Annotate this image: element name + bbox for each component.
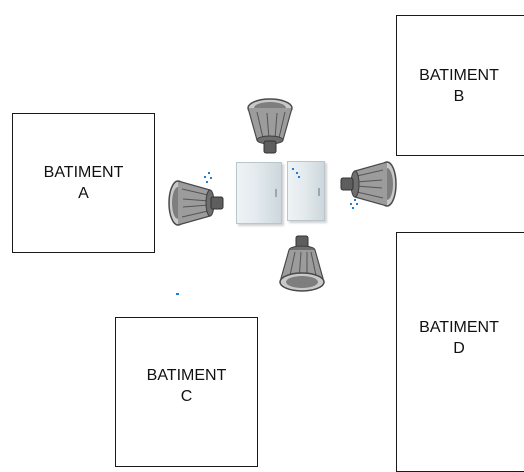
building-a-label: BATIMENT A [43, 164, 124, 202]
horn-speaker-icon [279, 235, 325, 292]
building-c: BATIMENT C [115, 317, 258, 467]
connection-dots [292, 168, 300, 178]
connection-dots [204, 172, 212, 183]
electrical-cabinet-icon [236, 162, 282, 224]
building-d-label: BATIMENT D [419, 319, 499, 357]
building-b: BATIMENT B [396, 15, 524, 156]
connection-dots [350, 199, 358, 209]
connection-dot [176, 293, 179, 295]
electrical-cabinet-icon [287, 161, 325, 221]
building-c-label: BATIMENT C [146, 367, 227, 405]
horn-speaker-icon [247, 98, 293, 154]
building-b-label: BATIMENT B [419, 66, 499, 105]
building-d: BATIMENT D [396, 232, 524, 472]
horn-speaker-icon [168, 180, 224, 226]
horn-speaker-icon [340, 161, 397, 207]
building-a: BATIMENT A [12, 113, 155, 253]
